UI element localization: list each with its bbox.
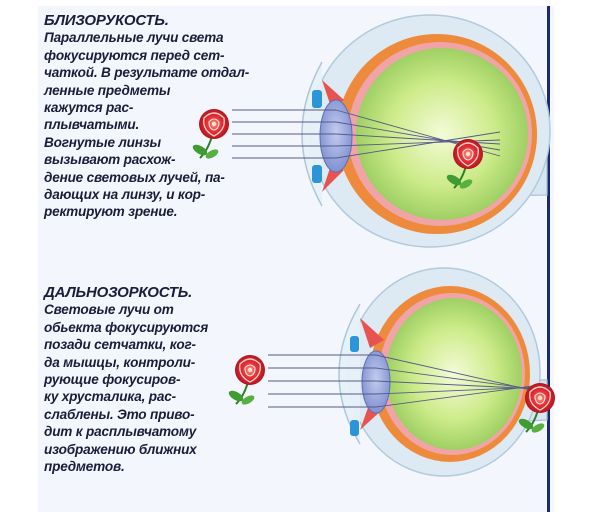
hyperopia-caption: ДАЛЬНОЗОРКОСТЬ. Световые лучи от обьекта… — [44, 284, 208, 475]
hyperopia-line: позади сетчатки, ког- — [44, 337, 196, 353]
myopia-eye — [232, 14, 551, 248]
myopia-line: ленные предметы — [44, 82, 171, 98]
myopia-line: чаткой. В результате отдал- — [44, 65, 250, 81]
iris-top — [312, 90, 322, 108]
hyperopia-line: дит к расплывчатому — [44, 424, 197, 440]
myopia-title: БЛИЗОРУКОСТЬ. — [44, 12, 169, 29]
hyperopia-line: ку хрусталика, рас- — [44, 389, 176, 405]
myopia-line: Параллельные лучи света — [44, 30, 224, 46]
vitreous-body — [356, 48, 528, 220]
hyperopia-line: рующие фокусиров- — [44, 372, 181, 388]
divider-line — [547, 6, 550, 512]
hyperopia-title: ДАЛЬНОЗОРКОСТЬ. — [44, 284, 193, 301]
iris-top — [350, 336, 359, 352]
light-rays — [268, 354, 541, 408]
myopia-caption: БЛИЗОРУКОСТЬ. Параллельные лучи света фо… — [44, 12, 249, 221]
myopia-line: кажутся рас- — [44, 100, 134, 116]
hyperopia-line: изображению ближних — [44, 441, 197, 457]
hyperopia-line: слаблены. Это приво- — [44, 406, 195, 422]
vitreous-body — [386, 298, 522, 450]
myopia-line: плывчатыми. — [44, 117, 140, 133]
myopia-line: вызывают расхож- — [44, 152, 176, 168]
hyperopia-eye — [268, 267, 548, 477]
light-rays — [232, 109, 501, 159]
lens — [319, 99, 353, 173]
hyperopia-line: обьекта фокусируются — [44, 319, 209, 335]
myopia-line: Вогнутые линзы — [44, 134, 161, 150]
hyperopia-line: да мышцы, контроли- — [44, 354, 196, 370]
myopia-line: дающих на линзу, и кор- — [44, 187, 206, 203]
rose-object-bottom — [226, 354, 266, 408]
iris-bottom — [312, 165, 322, 183]
iris-bottom — [350, 420, 359, 436]
myopia-line: ректируют зрение. — [44, 204, 178, 220]
hyperopia-line: Световые лучи от — [44, 302, 174, 318]
myopia-line: фокусируются перед сет- — [44, 47, 225, 63]
hyperopia-line: предметов. — [44, 459, 125, 475]
lens — [361, 350, 391, 414]
myopia-line: дение световых лучей, па- — [44, 169, 225, 185]
